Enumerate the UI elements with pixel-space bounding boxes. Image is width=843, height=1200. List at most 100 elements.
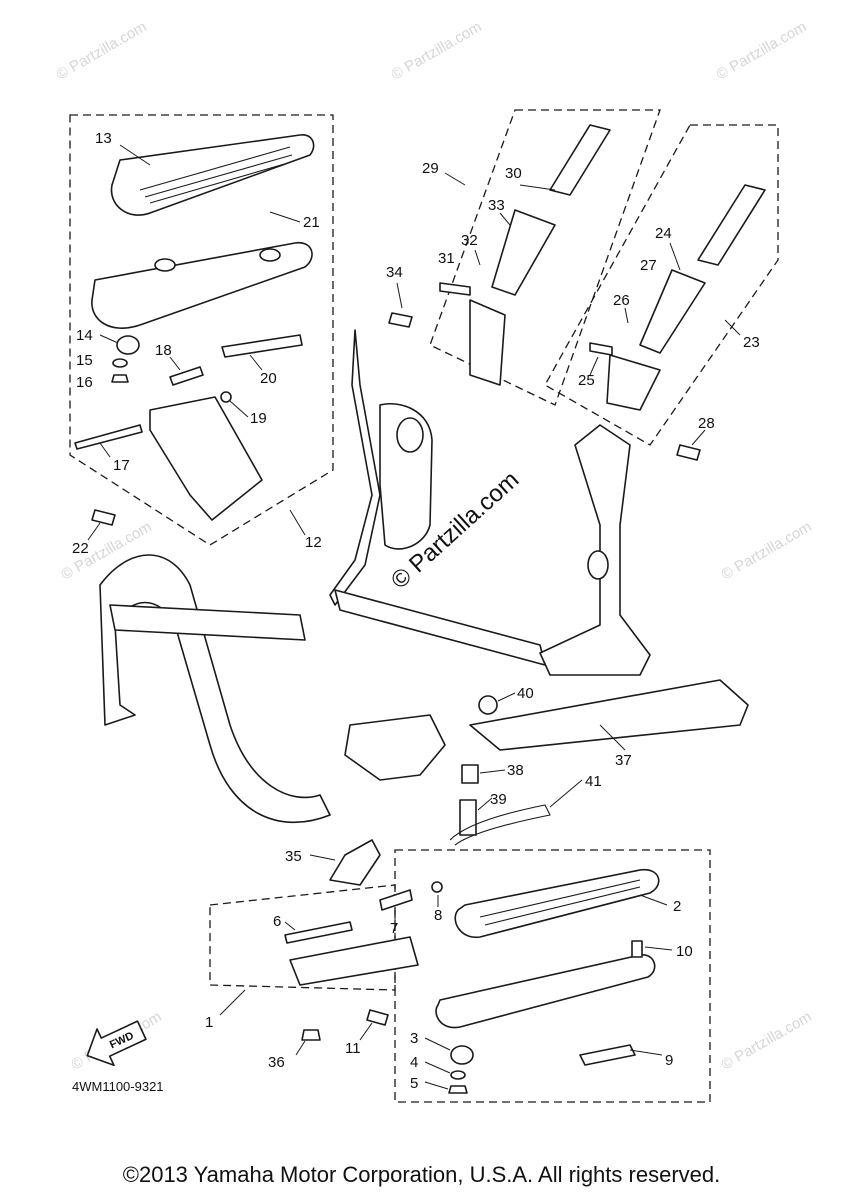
- leader-12: [289, 509, 306, 536]
- callout-22: 22: [72, 540, 89, 557]
- passenger-pegs: [388, 124, 766, 461]
- frame-rail-right: [539, 424, 651, 676]
- callouts: 13 21 14 15 16 18 20 19 17 22 12 29 30 3…: [72, 130, 760, 1092]
- leader-35: [309, 854, 336, 861]
- leader-2: [639, 894, 668, 906]
- leader-3: [424, 1037, 451, 1051]
- footboard-mat-2-ribs: [479, 879, 641, 926]
- footboard-base-plate: [91, 241, 313, 329]
- callout-11: 11: [345, 1040, 361, 1057]
- callout-39: 39: [490, 791, 507, 808]
- leader-22: [87, 522, 101, 541]
- leader-11: [359, 1022, 373, 1041]
- screw-10: [631, 940, 643, 958]
- bolt-11: [366, 1009, 389, 1026]
- spring-18: [169, 366, 204, 386]
- callout-30: 30: [505, 165, 522, 182]
- peg-bracket-23: [606, 354, 661, 411]
- front-footboard-bracket: [289, 936, 419, 986]
- callout-5: 5: [410, 1075, 418, 1092]
- watermark-top-left: © Partzilla.com: [54, 18, 150, 83]
- leader-17: [99, 442, 111, 458]
- watermark-mid-right: © Partzilla.com: [719, 518, 815, 583]
- leader-21: [269, 211, 301, 223]
- sidestand-assembly: [284, 679, 749, 1094]
- leader-28: [691, 429, 706, 446]
- leader-37: [599, 724, 626, 751]
- copyright-notice: ©2013 Yamaha Motor Corporation, U.S.A. A…: [122, 1162, 721, 1187]
- callout-35: 35: [285, 848, 302, 865]
- bolt-40: [478, 695, 498, 715]
- washer-4: [450, 1070, 466, 1080]
- grip-shaft-24: [697, 184, 766, 266]
- callout-13: 13: [95, 130, 112, 147]
- callout-12: 12: [305, 534, 322, 551]
- watermark-bottom-right: © Partzilla.com: [719, 1008, 815, 1073]
- callout-4: 4: [410, 1054, 418, 1071]
- callout-41: 41: [585, 773, 602, 790]
- group-29-outline: [429, 109, 661, 406]
- leader-5: [424, 1081, 449, 1090]
- group-2-outline: [394, 849, 711, 1103]
- callout-19: 19: [250, 410, 267, 427]
- leader-29: [444, 172, 466, 186]
- footboard-pad-hole: [154, 258, 176, 272]
- nut-5: [448, 1085, 468, 1094]
- leader-18: [169, 356, 181, 371]
- leader-40: [497, 692, 516, 702]
- mount-bracket-center: [344, 714, 446, 781]
- damper-14: [116, 335, 140, 355]
- callout-7: 7: [390, 920, 398, 937]
- leader-20: [249, 354, 263, 371]
- leader-19: [229, 400, 249, 418]
- leader-38: [479, 769, 506, 774]
- bolt-34: [388, 312, 413, 328]
- damper-3: [450, 1045, 474, 1065]
- group-outlines: [69, 109, 779, 1103]
- leader-13: [119, 144, 151, 166]
- leader-36: [295, 1040, 306, 1056]
- leader-9: [629, 1049, 663, 1056]
- grip-shaft-30: [549, 124, 611, 196]
- callout-33: 33: [488, 197, 505, 214]
- leader-14: [99, 334, 119, 344]
- fwd-arrow: FWD: [86, 1020, 147, 1067]
- callout-40: 40: [517, 685, 534, 702]
- nut-16: [111, 374, 129, 383]
- footboard-mat-2: [454, 868, 660, 938]
- leader-1: [219, 989, 246, 1016]
- group-12-outline: [69, 114, 334, 546]
- leader-10: [644, 946, 673, 951]
- leader-33: [499, 212, 511, 226]
- footboard-base-2: [435, 954, 656, 1029]
- callout-18: 18: [155, 342, 172, 359]
- frame-lower-tube: [109, 604, 306, 641]
- callout-32: 32: [461, 232, 478, 249]
- spring-7: [379, 889, 413, 911]
- callout-6: 6: [273, 913, 281, 930]
- engine-guard: [99, 554, 331, 824]
- watermark-top-right: © Partzilla.com: [714, 18, 810, 83]
- grip-33: [491, 209, 556, 296]
- peg-bracket-29: [469, 299, 506, 386]
- leader-32: [474, 249, 481, 266]
- bolt-17: [74, 424, 143, 450]
- leader-23: [724, 319, 741, 336]
- leader-25: [589, 356, 599, 376]
- nut-36: [301, 1029, 321, 1041]
- callout-10: 10: [676, 943, 693, 960]
- leader-6: [284, 921, 296, 931]
- leader-4: [424, 1061, 451, 1074]
- sidestand-37: [469, 679, 749, 751]
- callout-1: 1: [205, 1014, 213, 1031]
- pin-31: [439, 282, 471, 296]
- leader-39: [477, 797, 493, 811]
- bracket-35: [329, 839, 381, 886]
- watermark-top-mid: © Partzilla.com: [389, 18, 485, 83]
- pin-25: [589, 342, 613, 356]
- callout-23: 23: [743, 334, 760, 351]
- callout-14: 14: [76, 327, 93, 344]
- callout-9: 9: [665, 1052, 673, 1069]
- leader-41: [549, 779, 583, 808]
